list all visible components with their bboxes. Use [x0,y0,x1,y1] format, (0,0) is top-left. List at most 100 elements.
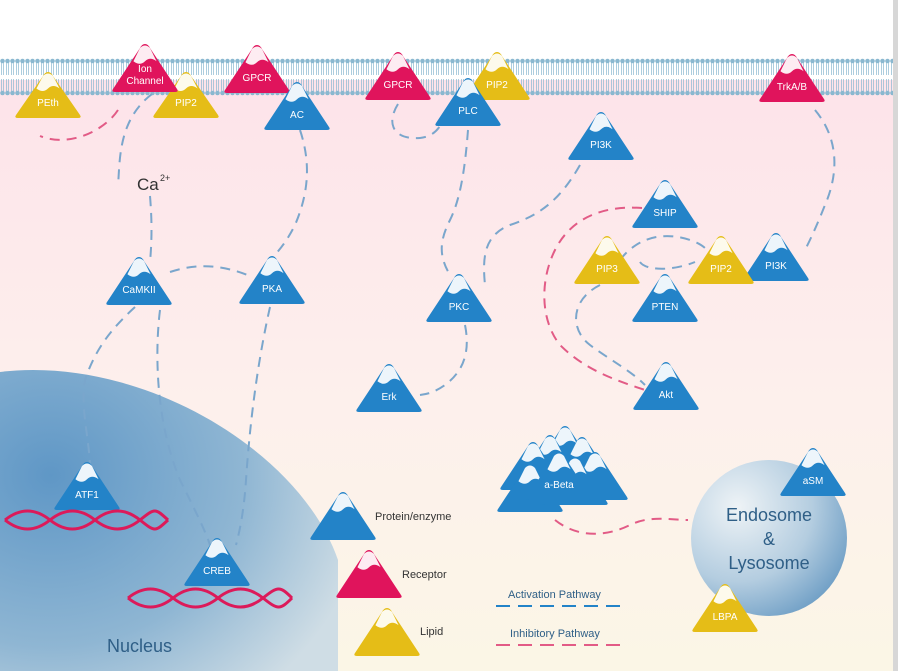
lbpa-label: LBPA [713,612,738,623]
pi3k-b-node: PI3K [743,233,809,281]
endosome-lysosome [691,460,847,616]
abeta-cluster-4-highlight [521,443,545,462]
legend-receptor-highlight [357,551,381,570]
pkc-shape [426,274,492,322]
gpcr-b-highlight [386,53,410,72]
pip2-a-label: PIP2 [175,98,197,109]
pkc-node: PKC [426,274,492,322]
abeta-cluster-2-highlight [538,436,562,455]
creb-shape [184,538,250,586]
erk-node: Erk [356,364,422,412]
activation-path-plc-pkc [440,129,469,276]
inhibitory-path-peth [39,109,119,141]
activation-path-camkii-atf1 [82,306,136,471]
trkab-highlight [780,55,804,74]
pip3-shape [574,236,640,284]
activation-path-camkii-creb [156,309,211,546]
ion-channel-line2-label: Channel [126,76,163,87]
pip2-c-highlight [709,237,733,256]
gpcr-a-highlight [245,46,269,65]
dna-creb-strand-2 [127,587,294,609]
inhibitory-pathways [39,109,689,535]
camkii-node: CaMKII [106,257,172,305]
gpcr-a-node: GPCR [224,45,290,93]
abeta-main-highlight [547,453,571,472]
atf1-label: ATF1 [75,490,99,501]
pka-highlight [260,257,284,276]
creb-highlight [205,539,229,558]
plc-highlight [456,79,480,98]
pip2-b-shape [464,52,530,100]
trkab-label: TrkA/B [777,82,808,93]
abeta-cluster-1-highlight [553,427,577,446]
activation-path-camkii-pka [169,265,251,277]
ship-label: SHIP [653,208,677,219]
dna-strands [4,509,294,609]
camkii-label: CaMKII [122,285,155,296]
trkab-node: TrkA/B [759,54,825,102]
nucleus [0,370,338,671]
activation-path-pip3-akt [575,284,646,386]
abeta-cluster-3-highlight [570,438,594,457]
endosome-label: Endosome [726,505,812,525]
right-edge-bar [893,0,898,671]
activation-path-pip3-pip2 [619,235,711,261]
akt-shape [633,362,699,410]
legend-lipid-label: Lipid [420,626,443,638]
gpcr-a-shape [224,45,290,93]
ion-channel-highlight [133,45,157,64]
ion-channel-line1-label: Ion [138,64,152,75]
ship-highlight [653,181,677,200]
ac-highlight [285,83,309,102]
ship-node: SHIP [632,180,698,228]
pip2-a-node: PIP2 [153,72,219,118]
legend-receptor-node [336,550,402,598]
camkii-highlight [127,258,151,277]
legend-receptor-shape [336,550,402,598]
asm-highlight [801,449,825,468]
creb-label: CREB [203,566,231,577]
asm-label: aSM [803,476,824,487]
endosome-ampersand: & [763,529,775,549]
legend-activation-label: Activation Pathway [508,589,601,601]
abeta-main-shape [526,452,592,500]
inhibitory-path-ship-akt [543,206,646,391]
plc-label: PLC [458,106,477,117]
legend-inhibitory-label: Inhibitory Pathway [510,628,600,640]
activation-path-ca-camkii [149,195,153,263]
abeta-main-node: a-Beta [526,452,592,500]
legend-protein-highlight [331,493,355,512]
abeta-label: a-Beta [544,480,574,491]
nucleus-label: Nucleus [107,636,172,656]
pi3k-a-label: PI3K [590,140,612,151]
ship-shape [632,180,698,228]
abeta-cluster-5-highlight [583,453,607,472]
pip2-b-node: PIP2 [464,52,530,100]
legend-lipid-node [354,608,420,656]
activation-path-pten-loop [639,261,696,270]
asm-shape [780,448,846,496]
abeta-cluster-6-highlight [518,465,542,484]
pip3-label: PIP3 [596,264,618,275]
gpcr-b-label: GPCR [384,80,413,91]
pip3-highlight [595,237,619,256]
ac-shape [264,82,330,130]
pi3k-b-highlight [764,234,788,253]
pi3k-b-shape [743,233,809,281]
pi3k-b-label: PI3K [765,261,787,272]
pip2-a-highlight [174,73,198,92]
peth-node: PEth [15,72,81,118]
pi3k-a-shape [568,112,634,160]
gpcr-a-label: GPCR [243,73,272,84]
legend-icons [310,492,420,656]
pi3k-a-node: PI3K [568,112,634,160]
legend-lipid-highlight [375,609,399,628]
peth-shape [15,72,81,118]
ion-channel-shape [112,44,178,92]
pten-label: PTEN [652,302,679,313]
gpcr-b-node: GPCR [365,52,431,100]
activation-path-pka-creb [235,306,271,546]
creb-node: CREB [184,538,250,586]
